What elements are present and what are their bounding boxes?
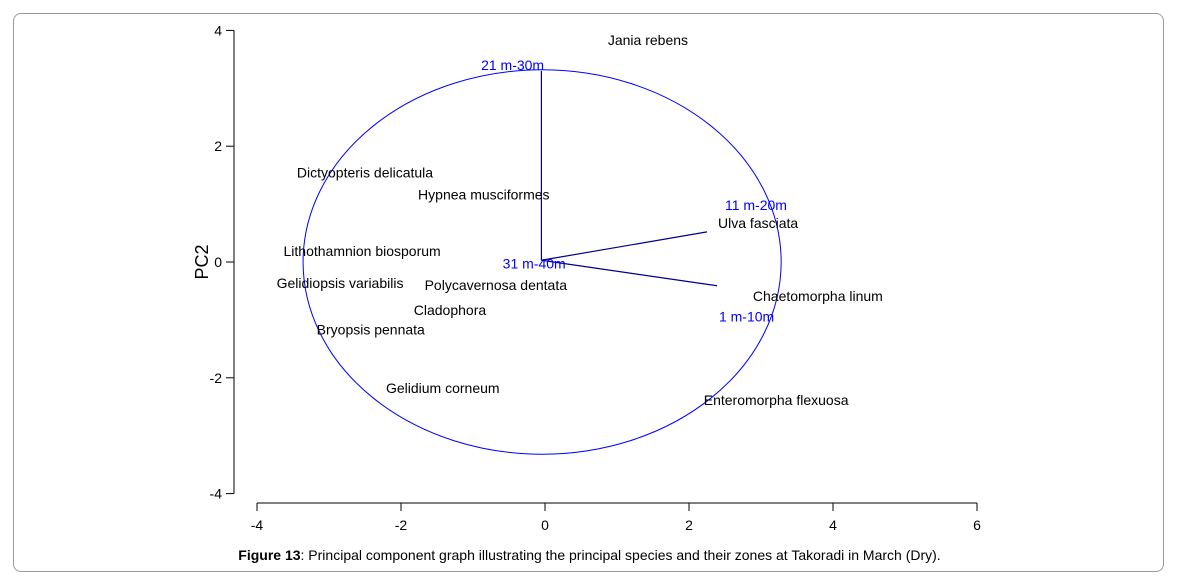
correlation-circle	[302, 69, 782, 455]
zone-label: 1 m-10m	[719, 308, 774, 324]
caption-text: : Principal component graph illustrating…	[300, 547, 941, 563]
x-tick-label: -4	[251, 517, 264, 533]
x-tick-label: -2	[395, 517, 408, 533]
species-label: Jania rebens	[608, 32, 688, 48]
zone-label: 31 m-40m	[503, 256, 566, 272]
species-label: Bryopsis pennata	[317, 322, 425, 338]
figure-frame	[13, 13, 1164, 572]
zone-label: 11 m-20m	[725, 197, 787, 213]
y-tick-label: 4	[214, 22, 222, 38]
species-label: Gelidium corneum	[386, 380, 500, 396]
species-label: Hypnea musciformes	[418, 186, 550, 202]
species-label: Polycavernosa dentata	[425, 277, 568, 293]
species-label: Gelidiopsis variabilis	[277, 275, 404, 291]
zone-label: 21 m-30m	[481, 57, 544, 73]
figure-caption: Figure 13: Principal component graph ill…	[0, 547, 1179, 563]
species-label: Chaetomorpha linum	[753, 288, 883, 304]
species-label: Lithothamnion biosporum	[284, 243, 441, 259]
y-tick-label: -4	[210, 486, 223, 502]
species-label: Dictyopteris delicatula	[297, 164, 433, 180]
x-tick-label: 2	[685, 517, 693, 533]
species-label: Cladophora	[414, 302, 487, 318]
y-tick-label: 2	[214, 138, 222, 154]
y-axis-label: PC2	[192, 244, 212, 279]
species-label: Ulva fasciata	[718, 215, 798, 231]
y-tick-label: -2	[210, 370, 223, 386]
x-tick-label: 0	[541, 517, 549, 533]
x-tick-label: 4	[829, 517, 837, 533]
x-tick-label: 6	[973, 517, 981, 533]
caption-label: Figure 13	[238, 547, 301, 563]
y-tick-label: 0	[214, 254, 222, 270]
species-label: Enteromorpha flexuosa	[704, 392, 849, 408]
zone-vector	[541, 259, 718, 287]
zone-vector	[541, 231, 708, 261]
